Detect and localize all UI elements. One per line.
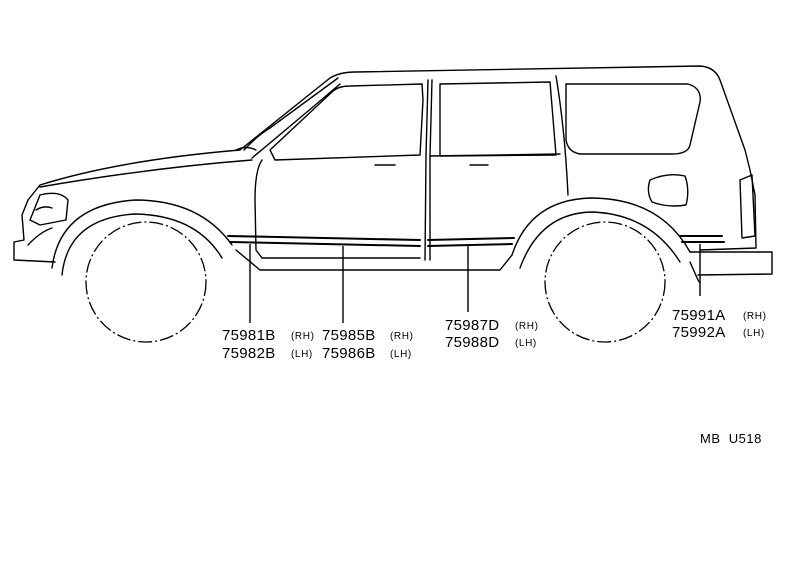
side-rh-label: (RH): [390, 331, 414, 342]
part-callout-2: 75985B (RH) 75986B (LH): [322, 327, 414, 362]
part-number-lh: 75986B: [322, 345, 376, 362]
side-moulding-strips: [227, 235, 725, 247]
side-lh-label: (LH): [291, 349, 313, 360]
side-rh-label: (RH): [291, 331, 315, 342]
side-lh-label: (LH): [743, 328, 765, 339]
part-callout-1: 75981B (RH) 75982B (LH): [222, 327, 315, 362]
part-number-rh: 75991A: [672, 307, 726, 324]
part-number-lh: 75988D: [445, 334, 499, 351]
part-number-rh: 75981B: [222, 327, 276, 344]
part-number-rh: 75985B: [322, 327, 376, 344]
side-rh-label: (RH): [515, 321, 539, 332]
part-number-lh: 75992A: [672, 324, 726, 341]
side-lh-label: (LH): [390, 349, 412, 360]
rear-wheel: [544, 221, 666, 343]
front-wheel: [85, 221, 207, 343]
part-callout-3: 75987D (RH) 75988D (LH): [445, 317, 539, 351]
vehicle-body-outline: [13, 65, 773, 284]
part-number-lh: 75982B: [222, 345, 276, 362]
part-number-rh: 75987D: [445, 317, 499, 334]
part-callout-4: 75991A (RH) 75992A (LH): [672, 307, 767, 341]
side-rh-label: (RH): [743, 311, 767, 322]
leader-lines: [249, 244, 701, 323]
diagram-code: MB U518: [700, 431, 762, 446]
side-lh-label: (LH): [515, 338, 537, 349]
